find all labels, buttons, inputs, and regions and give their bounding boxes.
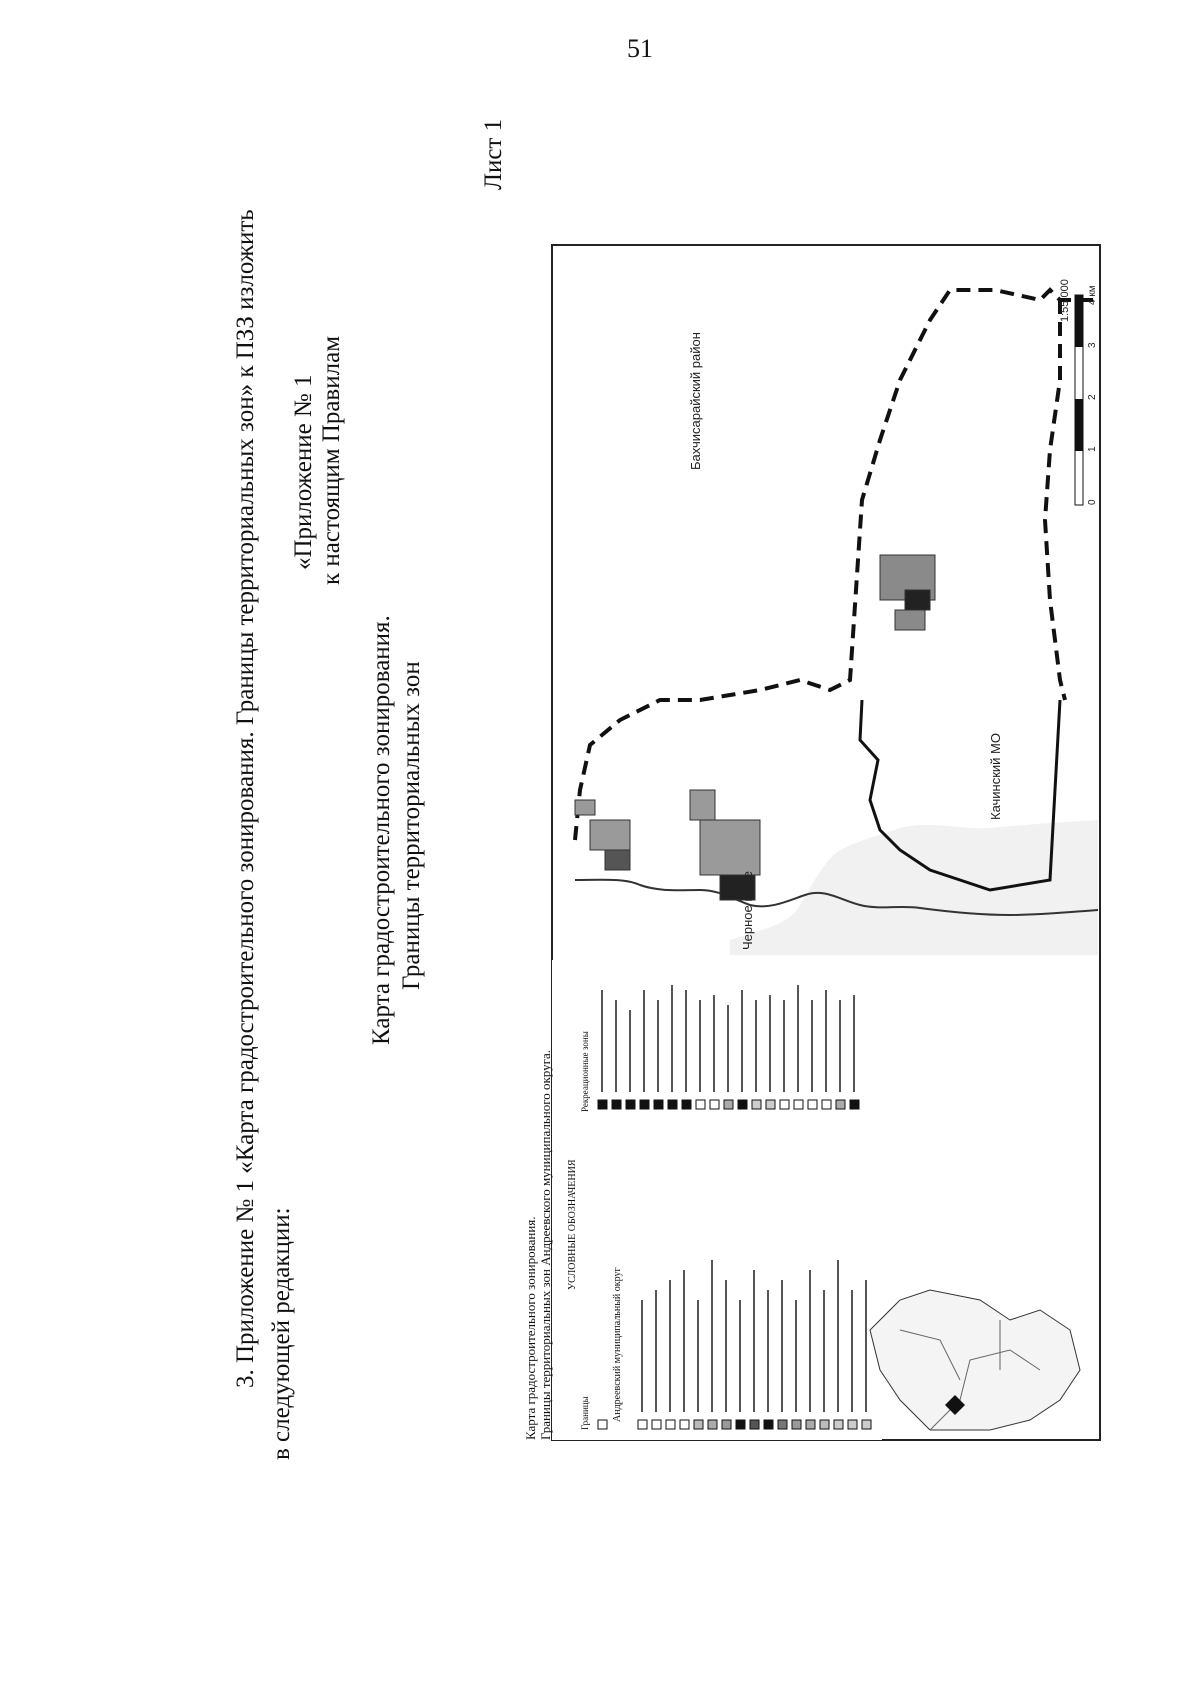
- legend-swatches: [597, 1099, 872, 1430]
- heading-line-2: в следующей редакции:: [268, 1207, 295, 1460]
- kachinsky-boundary: [858, 699, 1062, 892]
- legend-zones-title: Рекреационные зоны: [580, 1031, 590, 1112]
- sea-area: [730, 820, 1098, 955]
- page-number: 51: [627, 34, 653, 63]
- scale-tick-4: 4 км: [1087, 285, 1098, 305]
- scale-tick-1: 1: [1087, 446, 1098, 452]
- appendix-ref-line-1: «Приложение № 1: [290, 374, 317, 570]
- scale-tick-0: 0: [1087, 499, 1098, 505]
- coastline: [574, 878, 1099, 917]
- legend-boundaries-title: Границы: [580, 1396, 590, 1430]
- legend-title: УСЛОВНЫЕ ОБОЗНАЧЕНИЯ: [567, 1159, 578, 1290]
- place-bakhchisaray: Бахчисарайский район: [688, 332, 703, 470]
- heading-line-1: 3. Приложение № 1 «Карта градостроительн…: [232, 209, 259, 1388]
- place-kachinsky: Качинский МО: [988, 733, 1003, 820]
- appendix-ref-line-2: к настоящим Правилам: [318, 335, 345, 585]
- scale-label: 1:55 000: [1059, 279, 1071, 322]
- map-legend-panel: [552, 960, 882, 1440]
- map-frame: [551, 244, 1101, 1441]
- sheet-label: Лист 1: [480, 118, 507, 190]
- settlement-north: [574, 799, 631, 871]
- map-title-line-1: Карта градостроительного зонирования.: [368, 615, 395, 1045]
- scale-tick-2: 2: [1087, 394, 1098, 400]
- settlement-east: [879, 554, 936, 631]
- scale-tick-3: 3: [1087, 342, 1098, 348]
- settlement-center: [689, 789, 761, 901]
- map-caption-line-1: Карта градостроительного зонирования.: [523, 1216, 538, 1440]
- scale-bar: [1074, 294, 1084, 506]
- inset-locator-map: [869, 1289, 1081, 1431]
- map-caption-line-2: Границы территориальных зон Андреевского…: [538, 1050, 553, 1440]
- legend-okrug-label: Андреевский муниципальный округ: [612, 1267, 623, 1422]
- okrug-boundary-east: [1042, 300, 1067, 701]
- map-title-line-2: Границы территориальных зон: [398, 661, 425, 990]
- place-black-sea: Черное море: [740, 871, 755, 950]
- okrug-boundary: [573, 287, 1098, 841]
- legend-label-lines: [601, 985, 867, 1412]
